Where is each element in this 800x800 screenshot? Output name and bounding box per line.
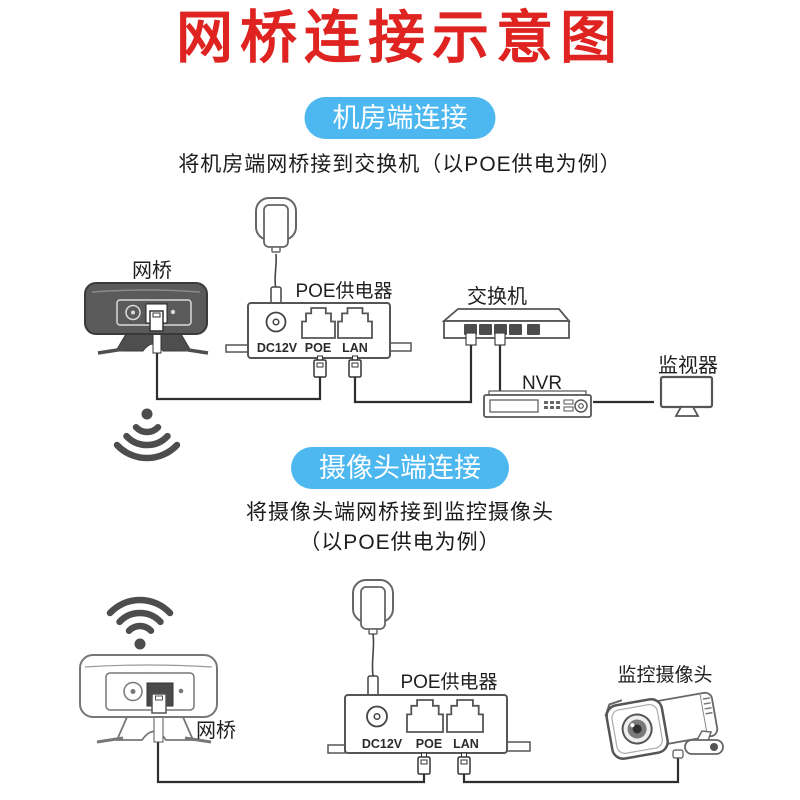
bridge2-port-panel [105,672,195,711]
network-switch: 交换机 [441,285,571,346]
dc12v-jack-2 [366,705,388,728]
camera-device: 监控摄像头 [604,664,724,760]
poe-injector-2: POE供电器 DC12V POE LAN [327,671,531,775]
section-camera-description-line1: 将摄像头端网桥接到监控摄像头 [246,501,554,524]
lan-cable-plug [348,355,362,378]
bridge-led [170,309,176,315]
switch-ports [464,324,540,335]
dc12v-label-2: DC12V [362,737,403,751]
bridge-device-2: 网桥 [79,654,236,744]
nvr-buttons [544,401,560,409]
switch-plug-1 [465,332,477,346]
mounting-ear-right [389,342,412,352]
monitor-device: 监视器 [658,354,718,417]
section-camera-badge: 摄像头端连接 [291,447,509,489]
section-room-description: 将机房端网桥接到交换机（以POE供电为例） [178,153,622,176]
bridge-dc-jack [125,304,141,321]
lan-cable-plug-2 [457,752,471,775]
poe-cable-plug [313,355,327,378]
dc12v-label: DC12V [257,341,298,355]
cable-bridge-to-poe-port [155,353,322,401]
server-room-diagram: 网桥 [84,197,718,459]
lan-rj45-jack [337,307,373,339]
dc12v-jack [265,311,287,333]
monitor-stand [674,406,700,417]
poe-label-2: POE [416,737,442,751]
adapter-cord-2 [371,633,375,677]
monitor-screen [659,375,714,409]
lan-label-2: LAN [453,737,479,751]
bridge2-rj45-plug [151,693,167,714]
mounting-ear-left-2 [327,744,346,754]
mounting-ear-left [225,344,249,353]
camera-cable-plug [672,749,684,759]
bridge2-label: 网桥 [196,719,236,742]
lan-rj45-jack-2 [446,699,484,733]
bridge2-dc-jack [123,681,143,702]
page-title: 网桥连接示意图 [176,6,624,70]
nvr-label: NVR [522,373,562,394]
poe-injector-label: POE供电器 [295,280,392,302]
poe-rj45-jack [301,307,336,339]
bridge-device: 网桥 [84,259,209,355]
bridge2-top-edge [84,664,213,668]
monitor-label: 监视器 [658,354,718,377]
poe-label: POE [305,341,331,355]
switch-top [441,308,571,322]
bridge-rj45-plug [149,310,164,332]
power-adapter-icon [255,197,297,307]
nvr-device: NVR [483,373,592,418]
power-adapter-icon-2 [352,579,394,697]
camera-vents [702,697,713,715]
cable-lan-to-switch [353,345,473,404]
cable-lan-to-camera [462,757,680,784]
nvr-display [489,399,539,413]
cable-bridge2-to-poe-port [156,742,426,784]
bridge-label: 网桥 [132,259,172,282]
switch-plug-2 [494,332,506,346]
lan-label: LAN [342,341,368,355]
camera-body-group [604,691,719,760]
wifi-signal-down-icon [117,409,177,459]
bridge-feet [97,347,209,355]
camera-label: 监控摄像头 [617,664,712,686]
section-room-badge: 机房端连接 [304,97,496,139]
bridge2-led [178,688,184,694]
wifi-signal-up-icon [110,600,170,650]
bridge-top-edge [91,289,201,293]
poe-injector2-label: POE供电器 [400,671,497,693]
dc-barrel-connector-2 [367,675,379,697]
poe-injector: POE供电器 DC12V POE LAN [225,280,412,378]
poe-cable-plug-2 [417,752,431,775]
mounting-ear-right-2 [506,741,531,752]
section-camera-description-line2: （以POE供电为例） [299,531,501,554]
adapter-cord [274,253,278,288]
switch-label: 交换机 [467,285,527,308]
camera-side-diagram: 网桥 POE供电器 DC12V POE LAN [79,579,724,784]
poe-rj45-jack-2 [406,699,444,733]
nvr-knob [574,399,588,413]
bridge2-feet [96,736,212,744]
